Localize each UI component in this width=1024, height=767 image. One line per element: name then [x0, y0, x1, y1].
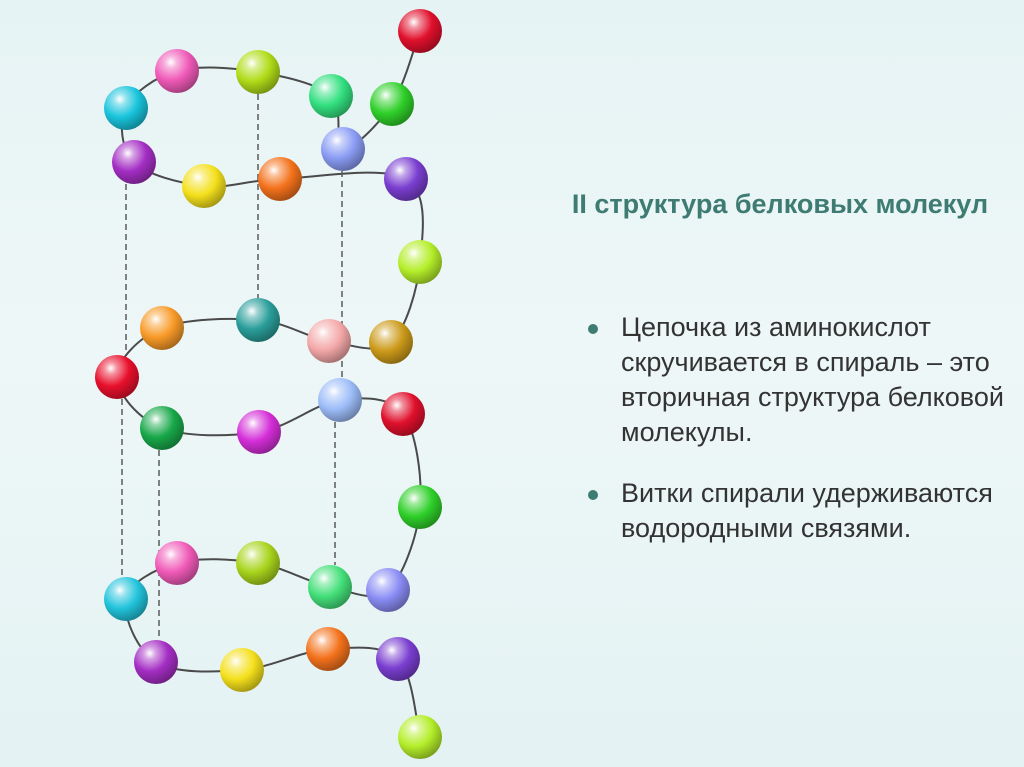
amino-acid-bead: [236, 50, 280, 94]
bullet-text: Цепочка из аминокислот скручивается в сп…: [621, 312, 1004, 447]
amino-acid-bead: [370, 82, 414, 126]
bullet-dot-icon: [588, 490, 598, 500]
amino-acid-bead: [307, 319, 351, 363]
amino-acid-bead: [104, 86, 148, 130]
slide-title: II структура белковых молекул: [571, 189, 989, 219]
bullet-item: Витки спирали удерживаются водородными с…: [588, 476, 1018, 546]
amino-acid-bead: [236, 298, 280, 342]
amino-acid-bead: [321, 127, 365, 171]
bullet-item: Цепочка из аминокислот скручивается в сп…: [588, 310, 1018, 450]
amino-acid-beads: [95, 9, 442, 759]
amino-acid-bead: [398, 715, 442, 759]
amino-acid-bead: [155, 541, 199, 585]
amino-acid-bead: [134, 640, 178, 684]
amino-acid-bead: [258, 157, 302, 201]
amino-acid-bead: [366, 568, 410, 612]
bullet-dot-icon: [588, 324, 598, 334]
amino-acid-bead: [318, 378, 362, 422]
amino-acid-bead: [220, 648, 264, 692]
amino-acid-bead: [309, 74, 353, 118]
amino-acid-bead: [381, 392, 425, 436]
amino-acid-bead: [104, 577, 148, 621]
bullet-text: Витки спирали удерживаются водородными с…: [621, 478, 993, 543]
amino-acid-bead: [384, 157, 428, 201]
amino-acid-bead: [398, 485, 442, 529]
amino-acid-bead: [376, 637, 420, 681]
amino-acid-bead: [369, 320, 413, 364]
amino-acid-bead: [308, 565, 352, 609]
amino-acid-bead: [182, 164, 226, 208]
amino-acid-bead: [306, 627, 350, 671]
amino-acid-bead: [140, 306, 184, 350]
bullet-list: Цепочка из аминокислот скручивается в сп…: [588, 310, 1018, 572]
amino-acid-chain: [115, 30, 424, 738]
amino-acid-bead: [236, 541, 280, 585]
amino-acid-bead: [155, 49, 199, 93]
amino-acid-bead: [112, 140, 156, 184]
amino-acid-bead: [140, 406, 184, 450]
amino-acid-bead: [398, 240, 442, 284]
amino-acid-bead: [398, 9, 442, 53]
amino-acid-bead: [95, 355, 139, 399]
amino-acid-bead: [237, 410, 281, 454]
